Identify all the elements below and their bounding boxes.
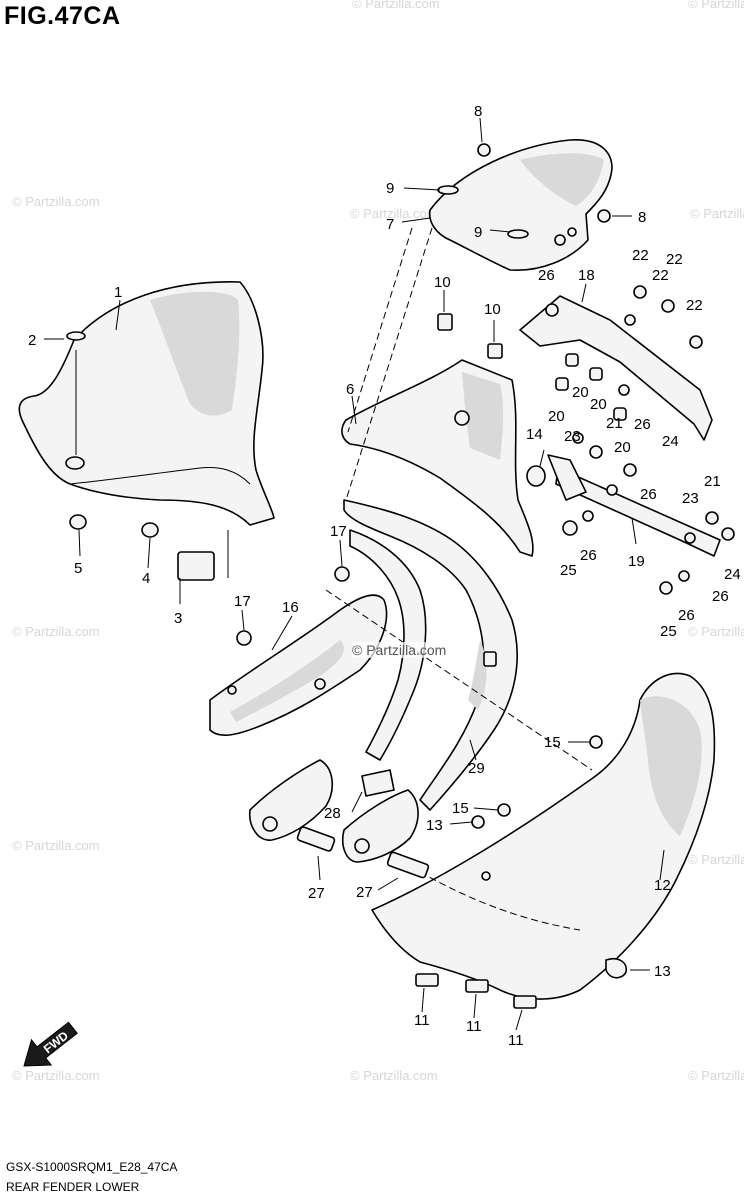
callout-6: 6 (346, 381, 354, 398)
callout-17: 17 (234, 593, 251, 610)
callout-10: 10 (434, 274, 451, 291)
watermark: © Partzilla.com (688, 0, 744, 11)
assembly-lines (75, 227, 593, 771)
part-rear-mounts (248, 759, 419, 863)
callout-10: 10 (484, 301, 501, 318)
part-plate-bracket (547, 454, 721, 557)
callout-19: 19 (628, 553, 645, 570)
callout-8: 8 (638, 209, 646, 226)
callout-25: 25 (660, 623, 677, 640)
callout-26: 26 (678, 607, 695, 624)
callout-5: 5 (74, 560, 82, 577)
callout-28: 28 (324, 805, 341, 822)
callout-18: 18 (578, 267, 595, 284)
watermark-center: © Partzilla.com (352, 642, 447, 658)
callout-24: 24 (724, 566, 741, 583)
callout-11: 11 (466, 1018, 482, 1035)
fwd-arrow: FWD (23, 1021, 78, 1067)
callout-9: 9 (474, 224, 482, 241)
callout-11: 11 (508, 1032, 524, 1049)
callout-21: 21 (704, 473, 721, 490)
callout-2: 2 (28, 332, 36, 349)
leader-lines (44, 117, 665, 1031)
callout-14: 14 (526, 426, 543, 443)
watermark: © Partzilla.com (350, 1068, 438, 1083)
watermark: © Partzilla.com (12, 838, 100, 853)
part-lower-mudguard (371, 672, 716, 1000)
diagram-code: GSX-S1000SRQM1_E28_47CA (6, 1160, 178, 1174)
callout-23: 23 (564, 428, 581, 445)
callout-26: 26 (640, 486, 657, 503)
callout-15: 15 (452, 800, 469, 817)
callout-26: 26 (538, 267, 555, 284)
callout-3: 3 (174, 610, 182, 627)
fasteners (66, 143, 735, 1009)
callout-11: 11 (414, 1012, 430, 1029)
callout-15: 15 (544, 734, 561, 751)
callout-20: 20 (590, 396, 607, 413)
watermark: © Partzilla.com (12, 624, 100, 639)
callout-20: 20 (548, 408, 565, 425)
callout-26: 26 (580, 547, 597, 564)
callout-13: 13 (426, 817, 443, 834)
callout-22: 22 (632, 247, 649, 264)
callout-21: 21 (606, 415, 623, 432)
part-rear-fender-cover (18, 281, 275, 526)
part-upper-bracket (519, 295, 713, 441)
callout-4: 4 (142, 570, 150, 587)
watermark: © Partzilla.com (688, 624, 744, 639)
callout-1: 1 (114, 284, 122, 301)
watermark: © Partzilla.com (12, 1068, 100, 1083)
diagram-name: REAR FENDER LOWER (6, 1180, 140, 1194)
callout-16: 16 (282, 599, 299, 616)
callout-26: 26 (712, 588, 729, 605)
callout-29: 29 (468, 760, 485, 777)
callout-20: 20 (614, 439, 631, 456)
figure-title: FIG.47CA (4, 2, 121, 30)
callout-24: 24 (662, 433, 679, 450)
callout-26: 26 (634, 416, 651, 433)
callout-22: 22 (686, 297, 703, 314)
callout-23: 23 (682, 490, 699, 507)
callout-13: 13 (654, 963, 671, 980)
callout-17: 17 (330, 523, 347, 540)
callout-7: 7 (386, 216, 394, 233)
callout-22: 22 (652, 267, 669, 284)
watermark: © Partzilla.com (690, 206, 744, 221)
callout-labels: 1 2 3 4 5 6 7 8 8 9 9 10 10 11 11 11 12 … (28, 103, 741, 1049)
watermark: © Partzilla.com (688, 1068, 744, 1083)
watermark: © Partzilla.com (350, 206, 438, 221)
callout-20: 20 (572, 384, 589, 401)
callout-27: 27 (356, 884, 373, 901)
callout-8: 8 (474, 103, 482, 120)
part-fender-bracket-upper (341, 359, 534, 557)
callout-22: 22 (666, 251, 683, 268)
callout-12: 12 (654, 877, 671, 894)
callout-25: 25 (560, 562, 577, 579)
part-tail-housing (428, 139, 613, 271)
watermark: © Partzilla.com (688, 852, 744, 867)
part-lower-fender-body (343, 499, 518, 811)
callout-9: 9 (386, 180, 394, 197)
part-side-bracket (209, 594, 388, 737)
watermark: © Partzilla.com (12, 194, 100, 209)
watermark: © Partzilla.com (352, 0, 440, 11)
callout-27: 27 (308, 885, 325, 902)
arrow-icon (23, 1021, 78, 1067)
